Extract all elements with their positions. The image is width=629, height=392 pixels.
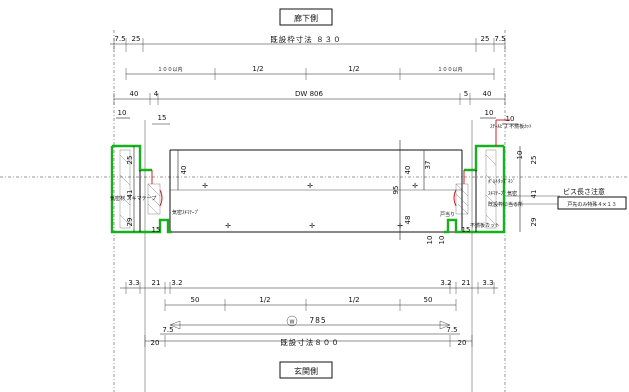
top-side-label: 廊下側 [294,13,318,23]
dim-21-left: 21 [152,279,161,287]
note-steel-screw: ｽﾁｰﾙﾋﾞｽ 不燃板ｶｯﾄ [490,123,532,130]
screw-length-note: ビス長さ注意 [563,187,605,196]
dim-10-far-right: 10 [516,151,524,160]
dimension-row-bottom-b: 50 1/2 1/2 50 [164,296,457,311]
note-bolt-tap: ﾎﾞﾙﾄﾀｯﾌﾟﾈｼﾞ [488,178,516,185]
frame-800-label: 既設寸法８００ [280,337,340,347]
cross-mark: ✛ [307,182,313,190]
dim-29-left-side: 29 [126,218,134,227]
dim-20-bottom-right: 20 [458,339,467,347]
note-existing-frame: 既設枠に当る所 [488,201,523,208]
dim-41-left-side: 41 [126,190,134,199]
cross-mark: ✛ [225,222,231,230]
dimension-row-frame-830: 7.5 25 既設枠寸法 ８３０ 25 7.5 [110,34,506,52]
bottom-side-label-box [279,361,333,379]
dim-15-left-bottom: 15 [152,226,161,234]
dim-25-far-right: 25 [530,156,538,165]
dim-50-right: 50 [424,296,433,304]
dimension-row-800: 20 既設寸法８００ 20 [144,335,473,347]
dim-15-top: 15 [158,114,167,122]
dim-10-right-b: 10 [438,236,446,245]
bottom-side-label: 玄関側 [294,366,318,376]
note-door-stop: 戸当り [440,211,455,218]
dim-95-right: 95 [392,186,400,195]
dim-40-right: 40 [404,166,412,175]
dim-40-right: 40 [483,90,492,98]
dim-3.3-left: 3.3 [128,279,139,287]
dim-785-label: 785 [309,316,326,325]
frame-830-label: 既設枠寸法 ８３０ [270,34,341,44]
left-frame-section [110,144,172,234]
note-gap-tape-left: 気密ｽｷﾏﾃｰﾌﾟ [172,209,200,216]
dimension-row-bottom-a: 3.3 21 3.2 3.2 21 3.3 [120,279,498,294]
note-gap-tape-right: ｽｷﾏﾃｰﾌﾟ 気密 [488,190,517,197]
note-nonflammable-cut: 不燃板カット [470,222,500,229]
pitch-label-right: １００以内 [437,66,462,73]
left-side-dimensions: 25 41 29 40 15 [126,146,188,234]
dim-40-left-side: 40 [180,166,188,175]
top-side-label-box [279,8,333,26]
dim-7.5-bottom-right: 7.5 [446,326,457,334]
dim-5-right: 5 [464,90,468,98]
dimension-row-785: W 785 7.5 7.5 [160,315,460,335]
dim-25-left-side: 25 [126,156,134,165]
half-label-top-left: 1/2 [252,65,263,73]
dim-7.5-right: 7.5 [494,35,505,43]
cross-mark: ✛ [202,182,208,190]
annotation-notes: ｽﾁｰﾙﾋﾞｽ 不燃板ｶｯﾄ ﾎﾞﾙﾄﾀｯﾌﾟﾈｼﾞ 既設枠に当る所 戸当り 気… [110,123,532,229]
dim-37-right: 37 [424,161,432,170]
cross-mark: ✛ [412,182,418,190]
center-mark-label: W [290,320,295,326]
dim-7.5-left: 7.5 [114,35,125,43]
dim-3.3-right: 3.3 [482,279,493,287]
cross-mark: ✛ [309,222,315,230]
dim-41-far-right: 41 [530,190,538,199]
dim-10-top-far-right: 10 [506,115,515,123]
dw-806-label: DW 806 [295,90,323,98]
dim-25-left: 25 [132,35,141,43]
dim-25-right: 25 [481,35,490,43]
dim-10-right-a: 10 [426,236,434,245]
screw-spec-text: 戸先のみ特殊４×１３ [567,201,616,208]
half-label-bottom-left: 1/2 [259,296,270,304]
small-top-dimensions: 10 15 10 10 [116,109,518,125]
right-frame-section [444,119,510,234]
screw-spec-box [557,196,627,210]
dim-10-top-right: 10 [485,109,494,117]
dim-3.2-right: 3.2 [440,279,451,287]
note-airtight-left: 気密材 スキマテープ [110,195,156,202]
pitch-label-left: １００以内 [157,66,182,73]
dim-4-left: 4 [154,90,159,98]
half-label-top-right: 1/2 [348,65,359,73]
dim-7.5-bottom-left: 7.5 [162,326,173,334]
dim-21-right: 21 [462,279,471,287]
half-label-bottom-right: 1/2 [348,296,359,304]
dim-15-right-bottom: 15 [462,226,471,234]
dim-3.2-left: 3.2 [171,279,182,287]
center-mark-circle [286,315,298,327]
dim-48-right: 48 [404,216,412,225]
screw-length-callout: ビス長さ注意 戸先のみ特殊４×１３ [505,187,627,210]
dimension-row-pitch: １００以内 1/2 1/2 １００以内 [125,65,495,80]
dim-50-left: 50 [191,296,200,304]
door-panel: ✛ ✛ ✛ ✛ ✛ ✛ [169,149,463,233]
dim-29-far-right: 29 [530,218,538,227]
dim-20-bottom-left: 20 [151,339,160,347]
dim-40-left: 40 [130,90,139,98]
dimension-row-dw: 40 4 DW 806 5 40 [113,90,506,105]
right-side-dimensions: 95 40 37 48 10 10 15 10 25 41 29 [392,140,538,244]
dim-10-top-left: 10 [118,109,127,117]
